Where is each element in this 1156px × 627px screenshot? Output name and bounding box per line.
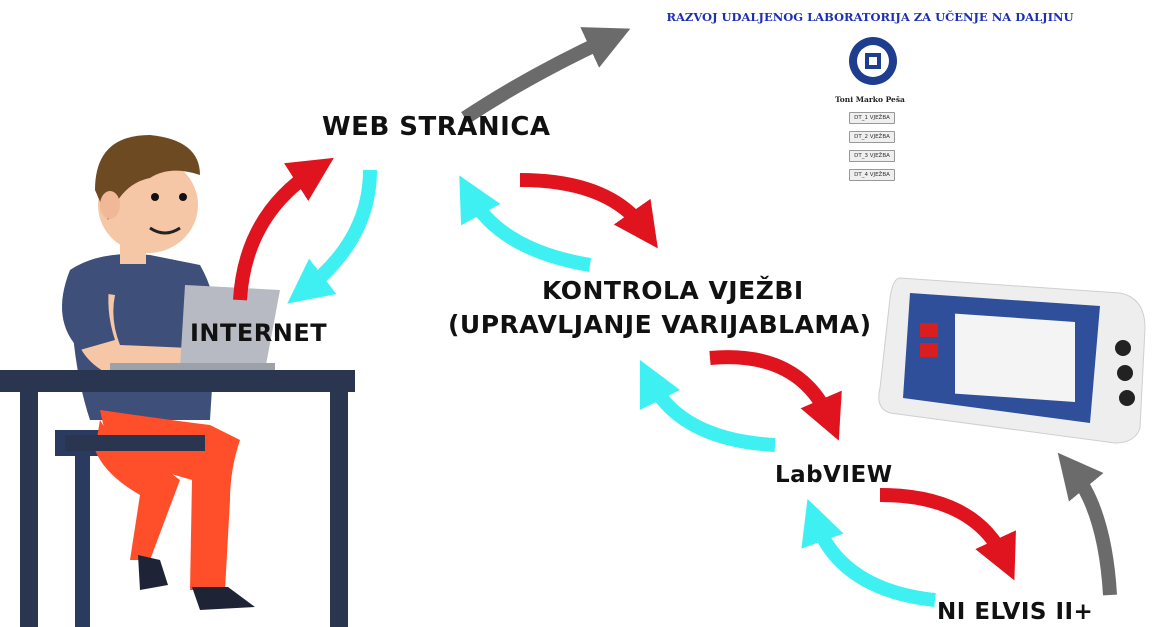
arrow-kontrola-to-labview (709, 350, 842, 441)
arrow-internet-to-web (233, 157, 334, 301)
arrow-labview-to-kontrola (639, 359, 776, 452)
university-seal-icon (849, 37, 897, 85)
webpage-title: RAZVOJ UDALJENOG LABORATORIJA ZA UČENJE … (666, 10, 1074, 24)
ni-elvis-device-illustration (878, 277, 1146, 444)
dt2-button[interactable]: DT_2 VJEŽBA (849, 131, 895, 143)
arrow-web-to-internet (287, 169, 377, 304)
arrow-kontrola-to-web (459, 175, 592, 272)
ni-elvis-label: NI ELVIS II+ (937, 599, 1094, 625)
arrow-web-to-page (461, 27, 631, 124)
webpage-preview: RAZVOJ UDALJENOG LABORATORIJA ZA UČENJE … (660, 8, 1080, 198)
arrow-web-to-kontrola (519, 173, 658, 249)
web-stranica-label: WEB STRANICA (322, 112, 551, 142)
upravljanje-label: (UPRAVLJANJE VARIJABLAMA) (448, 310, 872, 339)
webpage-author: Toni Marko Peša (835, 95, 905, 104)
arrow-elvis-to-device (1057, 452, 1117, 596)
dt4-button[interactable]: DT_4 VJEŽBA (849, 169, 895, 181)
dt1-button[interactable]: DT_1 VJEŽBA (849, 112, 895, 124)
labview-label: LabVIEW (775, 462, 893, 488)
arrow-labview-to-elvis (879, 488, 1016, 581)
student-at-laptop-illustration (0, 135, 355, 627)
arrow-elvis-to-labview (801, 498, 936, 607)
kontrola-label: KONTROLA VJEŽBI (542, 276, 804, 305)
internet-label: INTERNET (190, 319, 328, 347)
dt3-button[interactable]: DT_3 VJEŽBA (849, 150, 895, 162)
